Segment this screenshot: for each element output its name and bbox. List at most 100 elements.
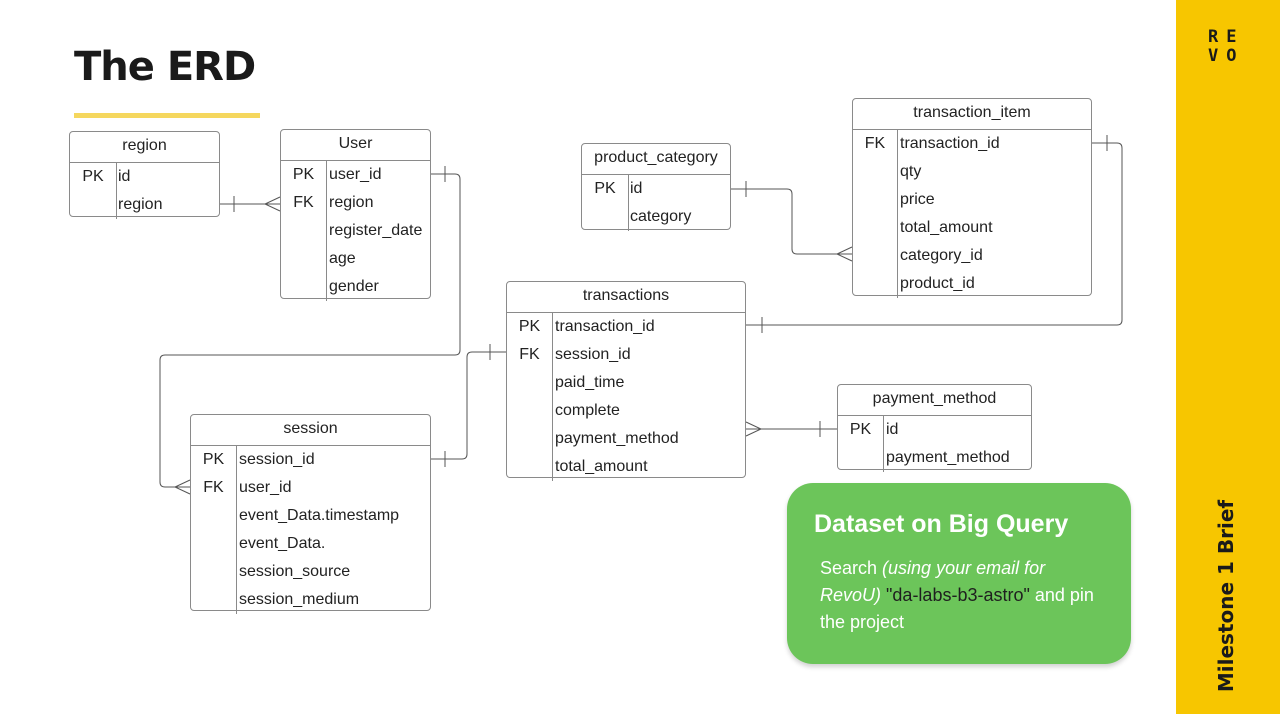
callout-heading: Dataset on Big Query: [814, 510, 1069, 538]
entity-row: event_Data.: [191, 530, 430, 558]
logo-letter: R: [1208, 27, 1227, 47]
field-name: user_id: [329, 166, 382, 183]
callout-text-italic: (using your email for RevoU): [820, 558, 1046, 605]
callout-text: Search (using your email for RevoU) "da-…: [820, 555, 1110, 636]
entity-row: qty: [853, 158, 1091, 186]
link-transactions-payment-many: [745, 421, 763, 437]
entity-region[interactable]: region PK id region: [69, 131, 220, 219]
logo-letter: E: [1226, 27, 1245, 47]
field-name: event_Data.: [239, 535, 326, 552]
title-underline: [74, 113, 260, 118]
entity-row: PK id: [838, 416, 1031, 444]
field-name: session_medium: [239, 591, 360, 608]
link-category-item: [731, 188, 852, 255]
key-badge: PK: [849, 421, 872, 438]
field-name: price: [900, 191, 935, 208]
entity-user[interactable]: User PK user_id FK region register_date …: [280, 129, 431, 301]
link-user-session: [159, 173, 461, 488]
entity-row: total_amount: [853, 214, 1091, 242]
key-badge: PK: [594, 180, 616, 197]
entity-row: region: [70, 191, 219, 219]
entity-row: session_source: [191, 558, 430, 586]
entity-row: age: [281, 245, 430, 273]
link-transactions-item: [746, 142, 1123, 326]
entity-row: PK session_id: [191, 446, 430, 474]
entity-row: category: [582, 203, 730, 231]
entity-row: register_date: [281, 217, 430, 245]
entity-row: gender: [281, 273, 430, 301]
callout-text-pin: and pin the project: [820, 585, 1094, 632]
brand-sidebar: [1176, 0, 1280, 714]
field-name: id: [118, 168, 131, 185]
key-badge: PK: [292, 166, 315, 183]
entity-row: FK user_id: [191, 474, 430, 502]
link-region-user-many: [263, 196, 281, 212]
field-name: product_id: [900, 275, 975, 292]
key-badge: FK: [519, 346, 540, 363]
entity-product-category[interactable]: product_category PK id category: [581, 143, 731, 231]
page-title: The ERD: [74, 44, 256, 90]
entity-header: transaction_item: [853, 99, 1091, 130]
field-name: id: [630, 180, 643, 197]
link-category-item-many: [835, 246, 853, 262]
entity-row: price: [853, 186, 1091, 214]
field-name: qty: [900, 163, 922, 180]
field-name: complete: [555, 402, 620, 419]
entity-row: payment_method: [507, 425, 745, 453]
field-name: event_Data.timestamp: [239, 507, 400, 524]
field-name: transaction_id: [900, 135, 1000, 152]
field-name: payment_method: [555, 430, 679, 447]
entity-row: product_id: [853, 270, 1091, 298]
entity-header: session: [191, 415, 430, 446]
entity-transaction-item[interactable]: transaction_item FK transaction_id qty p…: [852, 98, 1092, 298]
field-name: register_date: [329, 222, 423, 239]
entity-session[interactable]: session PK session_id FK user_id event_D…: [190, 414, 431, 614]
field-name: payment_method: [886, 449, 1010, 466]
field-name: session_source: [239, 563, 351, 580]
entity-row: paid_time: [507, 369, 745, 397]
field-name: age: [329, 250, 356, 267]
key-badge: FK: [203, 479, 224, 496]
field-name: region: [118, 196, 163, 213]
key-badge: PK: [518, 318, 541, 335]
entity-payment-method[interactable]: payment_method PK id payment_method: [837, 384, 1032, 472]
entity-row: complete: [507, 397, 745, 425]
field-name: gender: [329, 278, 379, 295]
entity-row: event_Data.timestamp: [191, 502, 430, 530]
link-session-transactions: [431, 351, 506, 460]
dataset-callout: Dataset on Big Query Search (using your …: [787, 483, 1131, 664]
entity-transactions[interactable]: transactions PK transaction_id FK sessio…: [506, 281, 746, 481]
field-name: transaction_id: [555, 318, 655, 335]
entity-row: total_amount: [507, 453, 745, 481]
field-name: total_amount: [900, 219, 993, 236]
key-badge: FK: [293, 194, 314, 211]
callout-text-search: Search: [820, 558, 883, 578]
entity-header: product_category: [582, 144, 730, 175]
entity-row: PK user_id: [281, 161, 430, 189]
entity-header: transactions: [507, 282, 745, 313]
logo-letter: V: [1208, 46, 1227, 66]
field-name: id: [886, 421, 899, 438]
entity-header: region: [70, 132, 219, 163]
entity-row: category_id: [853, 242, 1091, 270]
field-name: paid_time: [555, 374, 625, 391]
key-badge: PK: [202, 451, 225, 468]
field-name: user_id: [239, 479, 292, 496]
entity-row: PK id: [70, 163, 219, 191]
field-name: session_id: [555, 346, 631, 363]
field-name: category_id: [900, 247, 983, 264]
relationship-lines: [159, 135, 1123, 495]
field-name: total_amount: [555, 458, 648, 475]
entity-header: payment_method: [838, 385, 1031, 416]
entity-row: PK id: [582, 175, 730, 203]
sidebar-label: Milestone 1 Brief: [1214, 499, 1238, 693]
field-name: category: [630, 208, 692, 225]
entity-row: payment_method: [838, 444, 1031, 472]
entity-row: FK transaction_id: [853, 130, 1091, 158]
entity-header: User: [281, 130, 430, 161]
dataset-name: "da-labs-b3-astro": [886, 585, 1030, 605]
entity-row: FK session_id: [507, 341, 745, 369]
key-badge: PK: [82, 168, 104, 185]
